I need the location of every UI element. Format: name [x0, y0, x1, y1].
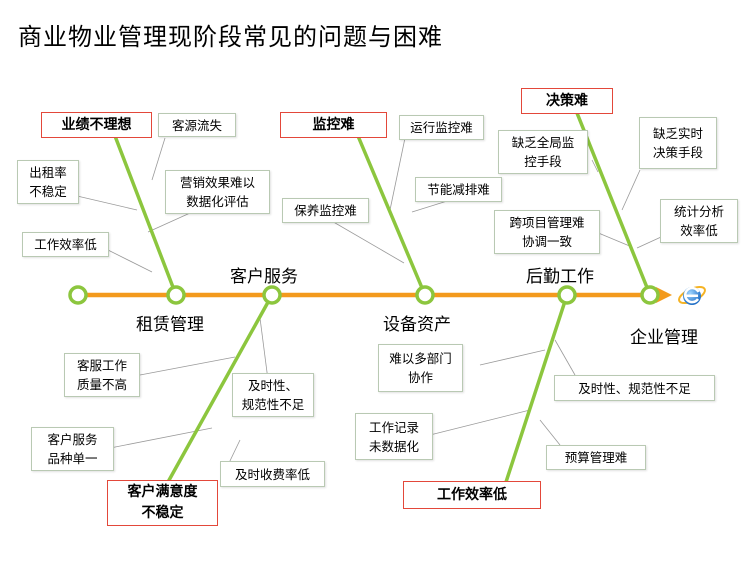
page-title: 商业物业管理现阶段常见的问题与困难 — [18, 23, 443, 51]
leader-line — [539, 419, 561, 446]
cause-box: 统计分析 效率低 — [660, 199, 738, 243]
leader-line — [429, 409, 531, 436]
cause-box: 客户服务 品种单一 — [31, 427, 114, 471]
cause-box: 及时收费率低 — [220, 461, 325, 487]
leader-line — [329, 219, 405, 264]
leader-line — [259, 317, 269, 381]
leader-line — [389, 137, 406, 211]
category-shebei-label: 设备资产 — [383, 315, 451, 335]
cause-box: 及时性、规范性不足 — [554, 375, 715, 401]
bone-shebei — [356, 134, 427, 297]
leader-line — [591, 159, 599, 173]
spine-node-shebei — [415, 285, 435, 305]
problem-kehu: 客户满意度 不稳定 — [107, 480, 218, 526]
bone-kehu — [166, 293, 274, 484]
cause-box: 营销效果难以 数据化评估 — [165, 170, 270, 214]
cause-box: 预算管理难 — [546, 445, 646, 470]
spine-node-juece — [640, 285, 660, 305]
leader-line — [621, 169, 641, 211]
problem-zulin: 业绩不理想 — [41, 112, 152, 138]
spine-node-tail — [68, 285, 88, 305]
problem-juece: 决策难 — [521, 88, 613, 114]
cause-box: 缺乏全局监 控手段 — [498, 130, 588, 174]
cause-box: 保养监控难 — [282, 198, 369, 223]
cause-box: 难以多部门 协作 — [378, 344, 463, 392]
category-kehu-label: 客户服务 — [230, 267, 298, 287]
bone-houqin — [504, 293, 569, 484]
browser-e-icon — [678, 285, 706, 305]
cause-box: 节能减排难 — [415, 177, 502, 202]
category-houqin-label: 后勤工作 — [526, 267, 594, 287]
cause-box: 出租率 不稳定 — [17, 160, 79, 204]
leader-line — [479, 349, 546, 366]
spine-node-kehu — [262, 285, 282, 305]
leader-line — [107, 249, 153, 273]
cause-box: 及时性、 规范性不足 — [232, 373, 314, 417]
leader-line — [151, 137, 166, 181]
cause-box: 客源流失 — [158, 113, 236, 137]
spine-node-houqin — [557, 285, 577, 305]
category-zulin-label: 租赁管理 — [136, 315, 204, 335]
cause-box: 客服工作 质量不高 — [64, 353, 140, 397]
bone-zulin — [113, 134, 178, 297]
leader-line — [554, 339, 576, 376]
spine-arrowhead — [656, 287, 672, 303]
spine-node-zulin — [166, 285, 186, 305]
problem-houqin: 工作效率低 — [403, 481, 541, 509]
cause-box: 工作效率低 — [22, 232, 109, 257]
problem-shebei: 监控难 — [280, 112, 387, 138]
leader-line — [99, 427, 213, 451]
cause-box: 工作记录 未数据化 — [355, 413, 433, 460]
cause-box: 缺乏实时 决策手段 — [639, 117, 717, 169]
cause-box: 跨项目管理难 协调一致 — [494, 210, 600, 254]
leader-line — [595, 231, 633, 248]
cause-box: 运行监控难 — [399, 115, 484, 140]
leader-line — [139, 356, 236, 376]
leader-line — [227, 439, 241, 466]
head-label: 企业管理 — [630, 328, 698, 348]
